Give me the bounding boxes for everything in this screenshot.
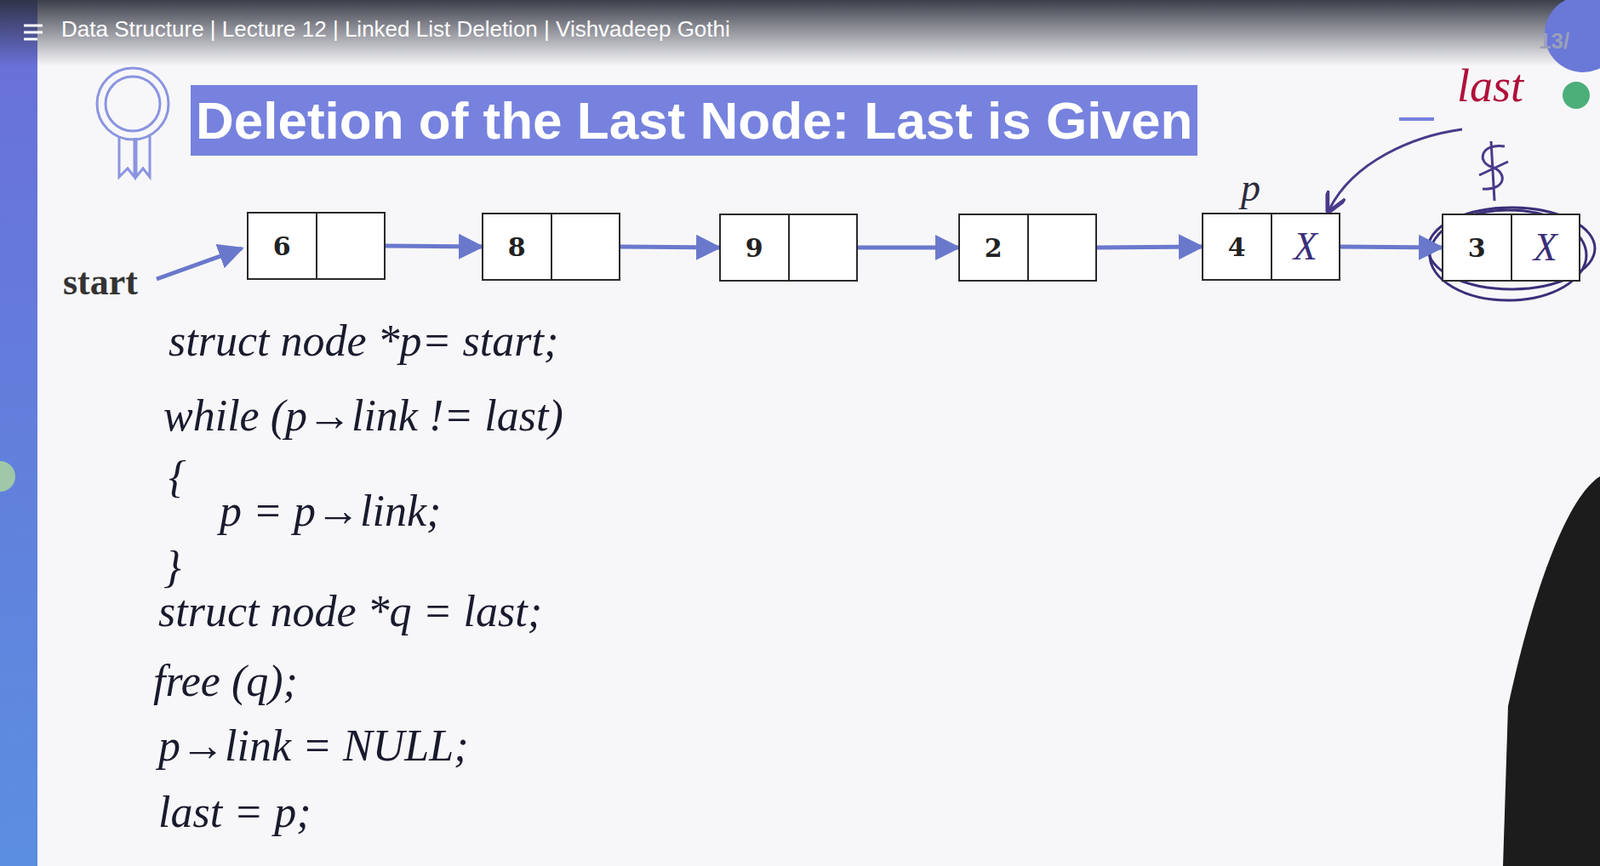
code-line: { <box>168 452 187 502</box>
title-rule <box>1399 117 1435 121</box>
link-cell: X <box>1510 215 1580 280</box>
page-dot <box>1562 81 1590 109</box>
pointer-name: start <box>62 262 138 303</box>
link-cell <box>1027 215 1097 280</box>
code-line: } <box>163 542 182 592</box>
code-line: p = p→link; <box>219 486 441 536</box>
code-line: while (p→link != last) <box>163 391 564 440</box>
link-arrow <box>385 245 482 247</box>
link-cell <box>550 214 620 280</box>
list-node: 8 <box>481 212 621 281</box>
node-value: 2 <box>984 233 1003 263</box>
data-cell: 2 <box>960 215 1028 280</box>
link-arrow <box>1097 246 1202 248</box>
data-cell: 4 <box>1203 214 1271 280</box>
node-value: 4 <box>1228 232 1246 263</box>
link-arrow <box>620 246 720 248</box>
node-value: 8 <box>508 232 526 263</box>
link-cell <box>788 215 858 280</box>
link-arrow <box>1340 246 1442 248</box>
menu-icon <box>23 25 43 40</box>
code-line: struct node *q = last; <box>158 587 543 636</box>
node-value: 6 <box>273 231 292 262</box>
list-node: 4X <box>1201 212 1341 281</box>
null-mark: X <box>1533 228 1558 268</box>
page-number: 13/ <box>1538 28 1570 54</box>
list-node: 3X <box>1441 213 1581 282</box>
presenter <box>1502 476 1600 866</box>
code-line: free (q); <box>153 657 298 706</box>
data-cell: 6 <box>248 213 316 279</box>
code-line: struct node *p= start; <box>168 316 559 366</box>
null-mark: X <box>1293 227 1318 267</box>
start-arrow <box>156 248 242 280</box>
data-cell: 3 <box>1443 215 1511 280</box>
pointer-name: last <box>1457 61 1524 112</box>
link-cell <box>315 213 385 279</box>
list-node: 9 <box>719 213 858 282</box>
top-shade <box>0 0 1600 67</box>
badge-icon <box>97 68 169 178</box>
link-arrow <box>857 245 959 251</box>
video-title: Data Structure | Lecture 12 | Linked Lis… <box>61 17 731 42</box>
title-band: Deletion of the Last Node: Last is Given <box>190 85 1198 156</box>
scribble <box>1479 141 1509 201</box>
data-cell: 8 <box>483 214 551 280</box>
list-node: 6 <box>246 211 386 280</box>
strike-loops <box>1428 207 1595 301</box>
code-line: last = p; <box>158 788 312 837</box>
side-bar <box>0 0 38 866</box>
list-node: 2 <box>958 213 1098 282</box>
last-pointer <box>1329 129 1463 210</box>
node-value: 9 <box>745 233 764 263</box>
pointer-name: p <box>1240 166 1261 211</box>
link-cell: X <box>1270 214 1340 280</box>
code-line: p→link = NULL; <box>158 721 469 771</box>
data-cell: 9 <box>720 215 789 280</box>
side-dot <box>0 461 16 492</box>
node-value: 3 <box>1468 233 1486 263</box>
